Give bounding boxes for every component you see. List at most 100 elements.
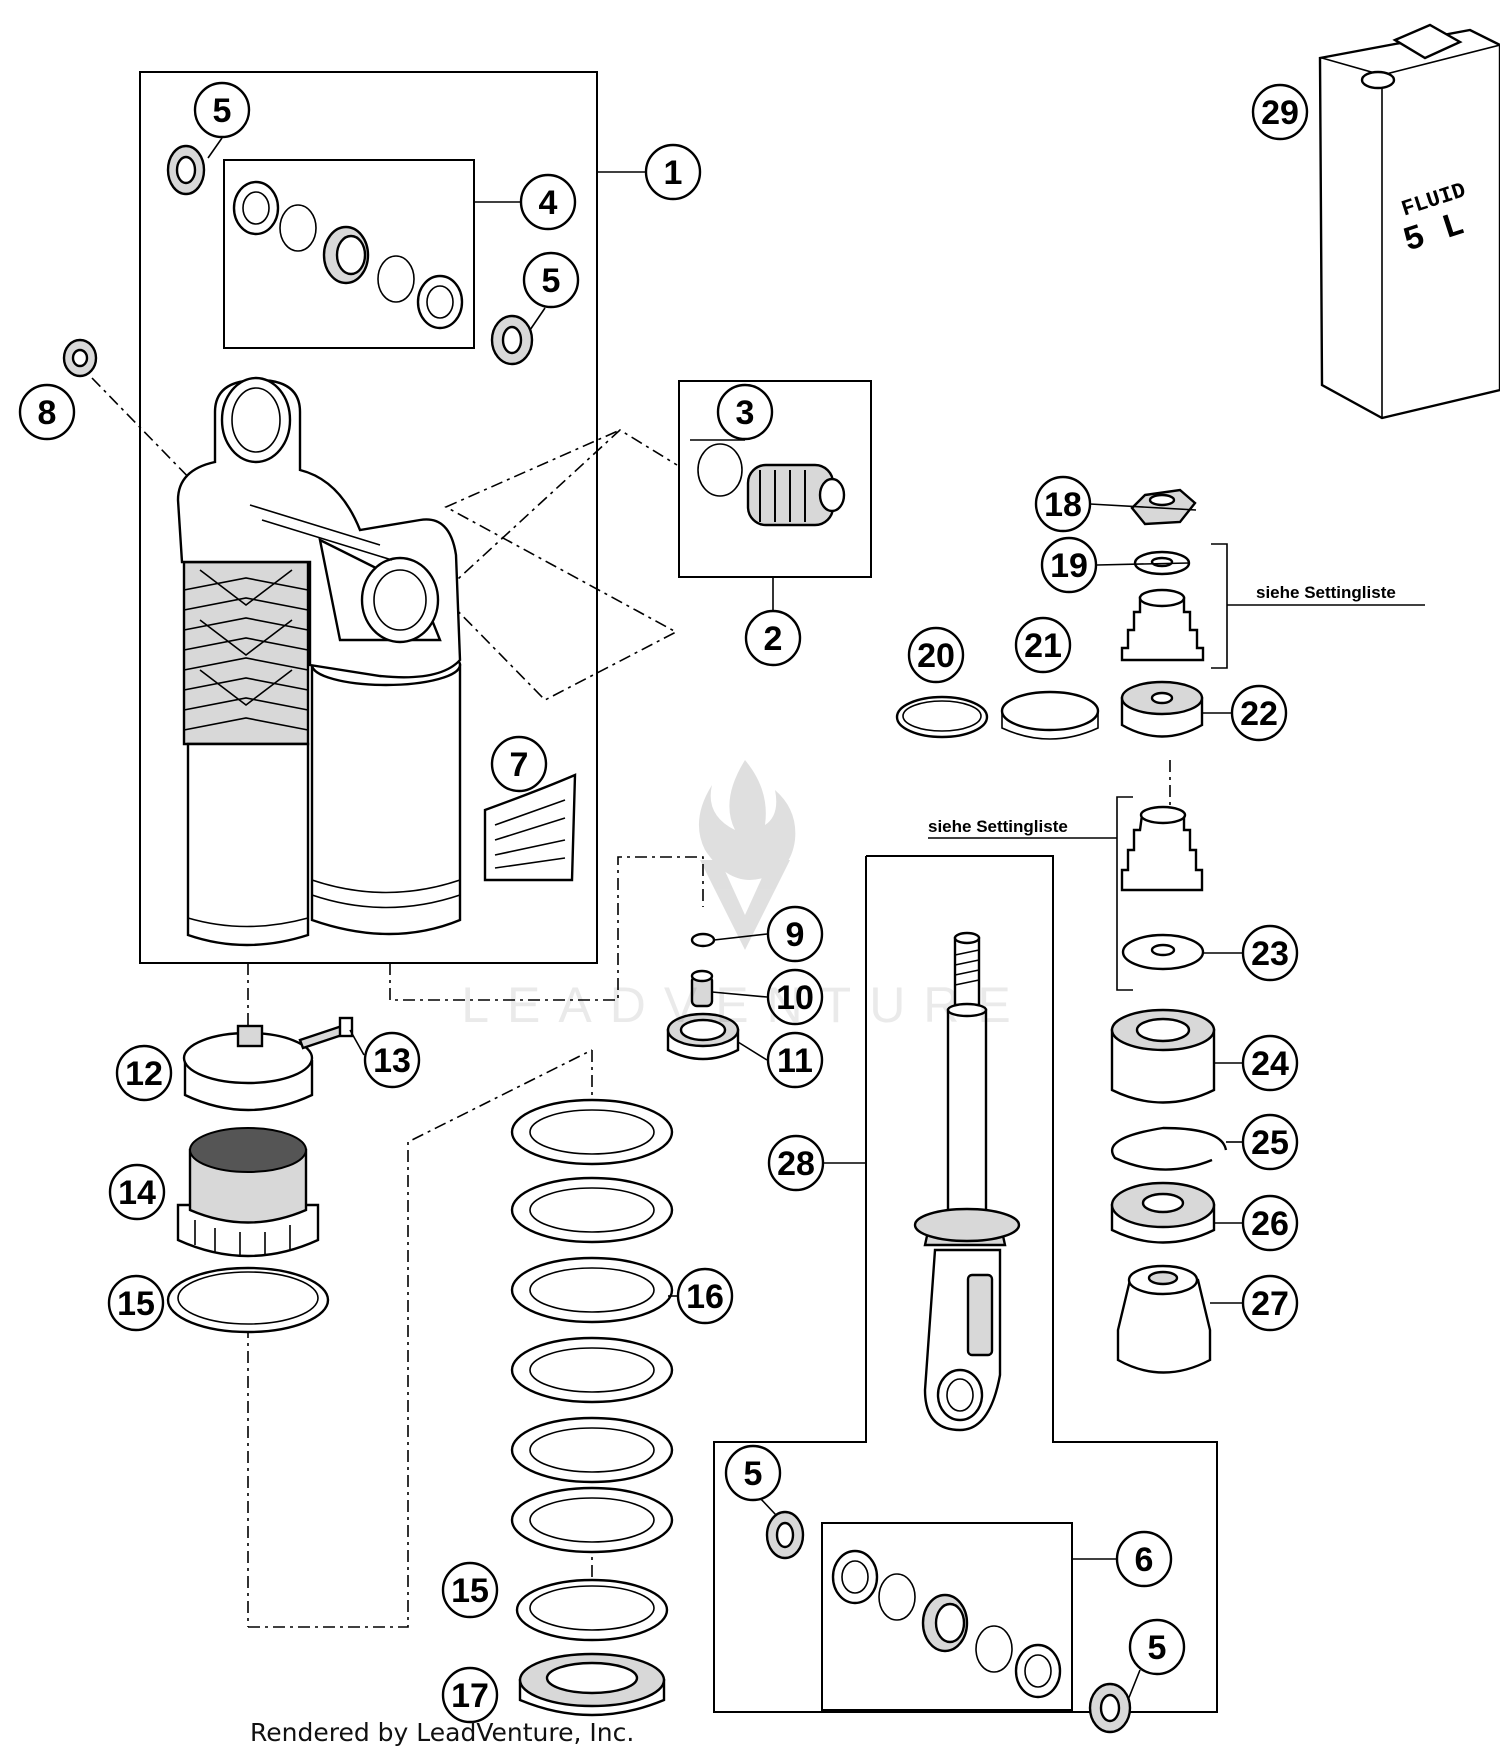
callout-circle xyxy=(1241,1034,1299,1092)
callout-circle xyxy=(363,1031,421,1089)
group-box-1-shock-assembly xyxy=(139,71,645,964)
callout-9: 9 xyxy=(766,905,824,963)
callout-circle xyxy=(676,1267,734,1325)
callout-3: 3 xyxy=(716,383,774,441)
callout-number: 22 xyxy=(1240,695,1278,733)
callout-19: 19 xyxy=(1040,536,1098,594)
bearing-bush-upper-right xyxy=(490,314,534,366)
callout-circle xyxy=(766,905,824,963)
cap-11 xyxy=(666,1012,740,1061)
piston-22 xyxy=(1120,680,1204,738)
group-box-4-upper-bearing-kit xyxy=(223,159,520,349)
callout-7: 7 xyxy=(490,735,548,793)
group-box-28-piston-rod xyxy=(713,855,1218,1713)
callout-15: 15 xyxy=(441,1561,499,1619)
callout-number: 5 xyxy=(213,92,232,130)
callout-circle xyxy=(490,735,548,793)
callout-circle xyxy=(107,1274,165,1332)
upper-kit-parts xyxy=(232,180,464,330)
callout-number: 14 xyxy=(118,1174,156,1212)
callout-number: 17 xyxy=(451,1677,489,1715)
callout-14: 14 xyxy=(108,1163,166,1221)
callout-number: 6 xyxy=(1135,1541,1154,1579)
callout-number: 21 xyxy=(1024,627,1062,665)
callout-number: 23 xyxy=(1251,935,1289,973)
callout-10: 10 xyxy=(766,968,824,1026)
leader-lines xyxy=(207,137,1242,1701)
callout-number: 25 xyxy=(1251,1124,1289,1162)
callout-circle xyxy=(744,609,802,667)
callout-1: 1 xyxy=(644,143,702,201)
callout-15: 15 xyxy=(107,1274,165,1332)
callout-18: 18 xyxy=(1034,475,1092,533)
callout-circle xyxy=(644,143,702,201)
coil-spring-16 xyxy=(510,1098,674,1554)
callout-circle xyxy=(1241,1274,1299,1332)
callout-number: 19 xyxy=(1050,547,1088,585)
callout-23: 23 xyxy=(1241,924,1299,982)
callout-circle xyxy=(1230,684,1288,742)
washer-15-upper xyxy=(166,1266,330,1334)
piston-rod-28 xyxy=(913,931,1021,1432)
callout-circle xyxy=(724,1444,782,1502)
callout-circle xyxy=(1241,1113,1299,1171)
callout-circle xyxy=(441,1561,499,1619)
callout-number: 3 xyxy=(736,394,755,432)
callout-circle xyxy=(115,1044,173,1102)
snap-ring-20 xyxy=(895,695,989,739)
callout-29: 29 xyxy=(1251,83,1309,141)
piston-band-21 xyxy=(1000,690,1100,740)
flame-icon xyxy=(698,760,796,880)
callout-16: 16 xyxy=(676,1267,734,1325)
callout-6: 6 xyxy=(1115,1530,1173,1588)
clamp-12 xyxy=(182,1024,314,1112)
callout-number: 20 xyxy=(917,637,955,675)
callout-circle xyxy=(1014,616,1072,674)
callout-circle xyxy=(522,251,580,309)
watermark-text: LEADVENTURE xyxy=(461,977,1029,1033)
callout-number: 13 xyxy=(373,1042,411,1080)
callout-4: 4 xyxy=(519,173,577,231)
callout-circle xyxy=(519,173,577,231)
callout-circle xyxy=(441,1666,499,1724)
callout-circle xyxy=(108,1163,166,1221)
callout-number: 15 xyxy=(117,1285,155,1323)
valve-assembly xyxy=(697,443,846,527)
group-box-2-valve-assembly xyxy=(678,380,872,610)
knurled-texture xyxy=(183,569,309,731)
callout-circle xyxy=(766,968,824,1026)
callout-2: 2 xyxy=(744,609,802,667)
callout-number: 8 xyxy=(38,394,57,432)
callout-13: 13 xyxy=(363,1031,421,1089)
group-box-6-lower-bearing-kit xyxy=(821,1522,1116,1711)
callout-number: 16 xyxy=(686,1278,724,1316)
callout-number: 5 xyxy=(1148,1629,1167,1667)
callout-20: 20 xyxy=(907,626,965,684)
callout-number: 1 xyxy=(664,154,683,192)
callout-24: 24 xyxy=(1241,1034,1299,1092)
callout-number: 9 xyxy=(786,916,805,954)
bearing-bush-upper xyxy=(166,144,206,196)
callout-28: 28 xyxy=(767,1134,825,1192)
callout-circle xyxy=(1241,924,1299,982)
callout-12: 12 xyxy=(115,1044,173,1102)
callout-8: 8 xyxy=(18,383,76,441)
callout-5: 5 xyxy=(724,1444,782,1502)
setting-note-upper: siehe Settingliste xyxy=(1256,583,1396,602)
lower-kit-parts xyxy=(831,1549,1062,1699)
callout-27: 27 xyxy=(1241,1274,1299,1332)
bolt-13 xyxy=(298,1016,354,1050)
callout-26: 26 xyxy=(1241,1194,1299,1252)
compression-stack-lower xyxy=(1120,805,1204,892)
callout-number: 27 xyxy=(1251,1285,1289,1323)
callout-number: 10 xyxy=(776,979,814,1017)
callout-number: 24 xyxy=(1251,1045,1289,1083)
callout-number: 5 xyxy=(542,262,561,300)
callout-5: 5 xyxy=(522,251,580,309)
circlip-25 xyxy=(1110,1126,1228,1171)
setting-bracket-lower: siehe Settingliste xyxy=(928,796,1133,991)
callout-5: 5 xyxy=(193,81,251,139)
spring-retainer-17 xyxy=(518,1652,666,1717)
